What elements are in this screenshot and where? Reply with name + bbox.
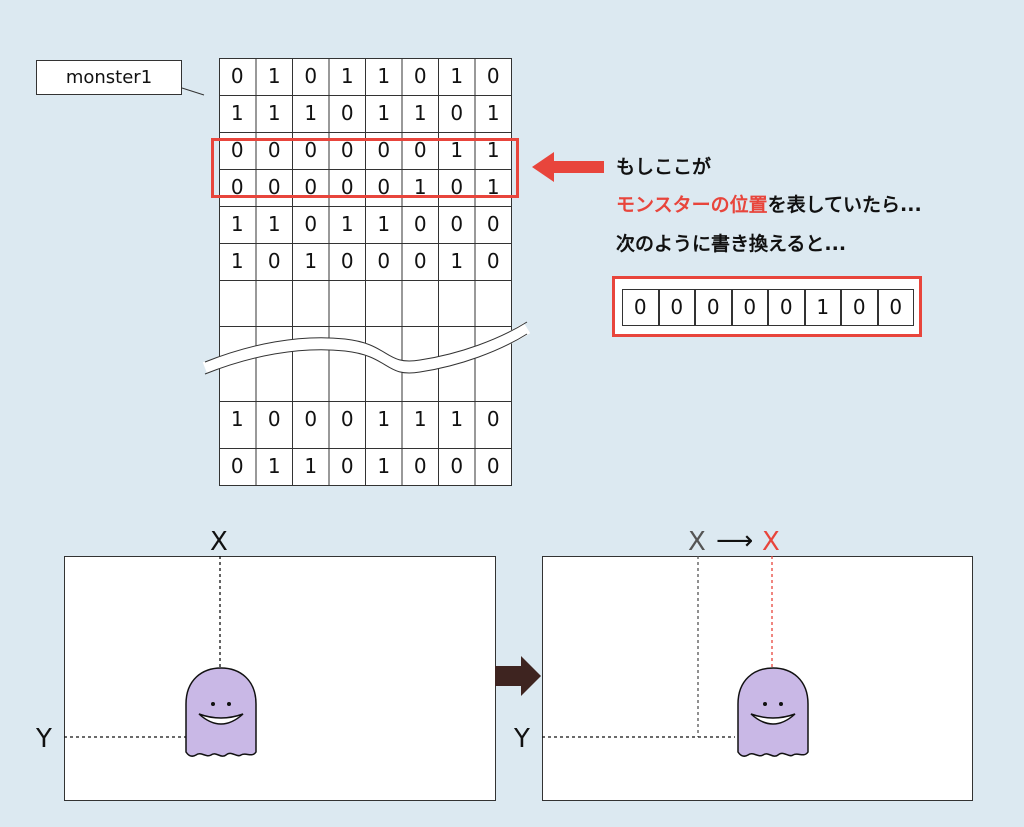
grid-cell: 1 xyxy=(304,249,318,273)
new-row-cell: 0 xyxy=(768,289,805,326)
y-label-after: Y xyxy=(514,724,530,754)
grid-cell: 1 xyxy=(230,212,244,236)
grid-cell: 1 xyxy=(486,101,500,125)
new-row-cell: 0 xyxy=(731,289,768,326)
grid-cell: 0 xyxy=(450,454,464,478)
caption-line-2: モンスターの位置を表していたら... xyxy=(616,190,922,217)
grid-cell: 1 xyxy=(377,454,391,478)
x-label-old: X xyxy=(688,527,706,557)
highlighted-row-frame xyxy=(211,138,519,198)
grid-cell: 0 xyxy=(230,138,244,162)
grid-cell: 1 xyxy=(340,64,354,88)
grid-cell: 0 xyxy=(340,454,354,478)
grid-cell: 1 xyxy=(413,407,427,431)
ghost-monster-icon xyxy=(737,667,809,757)
grid-cell: 0 xyxy=(340,138,354,162)
caption-line-2-rest: を表していたら... xyxy=(767,194,922,216)
left-arrow-icon xyxy=(532,152,604,182)
new-row-cell: 1 xyxy=(804,289,841,326)
grid-cell: 1 xyxy=(267,454,281,478)
grid-cell: 0 xyxy=(413,249,427,273)
grid-cell: 1 xyxy=(413,101,427,125)
grid-cell: 0 xyxy=(450,212,464,236)
grid-cell: 0 xyxy=(304,407,318,431)
grid-cell: 0 xyxy=(377,249,391,273)
y-label-before: Y xyxy=(36,724,52,754)
new-row-cell: 0 xyxy=(695,289,732,326)
grid-cell: 0 xyxy=(304,138,318,162)
x-label-before: X xyxy=(210,527,228,557)
grid-cell: 1 xyxy=(267,101,281,125)
grid-cell: 0 xyxy=(450,101,464,125)
grid-cell: 0 xyxy=(413,454,427,478)
grid-cell: 0 xyxy=(486,249,500,273)
grid-cell: 1 xyxy=(450,249,464,273)
grid-cell: 0 xyxy=(267,407,281,431)
grid-cell: 1 xyxy=(450,64,464,88)
new-row-cell: 0 xyxy=(877,289,914,326)
grid-cell: 1 xyxy=(377,101,391,125)
grid-cell: 1 xyxy=(230,249,244,273)
ghost-monster-icon xyxy=(185,667,257,757)
caption-line-3: 次のように書き換えると... xyxy=(616,233,847,255)
new-row-cell: 0 xyxy=(841,289,878,326)
grid-cell: 1 xyxy=(230,101,244,125)
grid-cell: 0 xyxy=(340,101,354,125)
grid-cell: 0 xyxy=(450,175,464,199)
grid-cell: 0 xyxy=(267,249,281,273)
label-leader-line xyxy=(181,87,205,96)
grid-cell: 0 xyxy=(340,407,354,431)
grid-cell: 1 xyxy=(486,175,500,199)
grid-cell: 1 xyxy=(450,138,464,162)
new-row-cell: 0 xyxy=(622,289,659,326)
grid-cell: 0 xyxy=(486,454,500,478)
grid-cell: 0 xyxy=(486,64,500,88)
grid-cell: 1 xyxy=(340,212,354,236)
grid-cell: 0 xyxy=(486,407,500,431)
grid-cell: 1 xyxy=(377,212,391,236)
grid-cell: 0 xyxy=(413,212,427,236)
grid-cell: 0 xyxy=(267,175,281,199)
caption-highlight: モンスターの位置 xyxy=(616,194,768,216)
grid-cell: 0 xyxy=(413,138,427,162)
grid-cell: 1 xyxy=(267,212,281,236)
grid-cell: 0 xyxy=(267,138,281,162)
grid-cell: 1 xyxy=(304,454,318,478)
caption-line-1: もしここが xyxy=(616,156,712,178)
x-label-new: X xyxy=(762,527,780,557)
grid-cell: 0 xyxy=(304,175,318,199)
grid-cell: 1 xyxy=(377,64,391,88)
grid-cell: 1 xyxy=(304,101,318,125)
grid-cell: 0 xyxy=(304,212,318,236)
grid-cell: 0 xyxy=(230,454,244,478)
grid-cell: 0 xyxy=(377,175,391,199)
grid-cell: 1 xyxy=(377,407,391,431)
grid-cell: 0 xyxy=(230,64,244,88)
omission-break-mark xyxy=(202,321,531,375)
grid-cell: 0 xyxy=(413,64,427,88)
right-arrow-icon xyxy=(495,656,541,696)
new-row-cell: 0 xyxy=(658,289,695,326)
grid-cell: 1 xyxy=(486,138,500,162)
grid-cell: 0 xyxy=(340,249,354,273)
grid-cell: 0 xyxy=(340,175,354,199)
grid-cell: 1 xyxy=(450,407,464,431)
x-move-arrow: ⟶ xyxy=(716,526,754,556)
grid-cell: 0 xyxy=(377,138,391,162)
grid-cell: 0 xyxy=(230,175,244,199)
grid-cell: 1 xyxy=(413,175,427,199)
monster-label: monster1 xyxy=(36,60,182,95)
grid-cell: 1 xyxy=(267,64,281,88)
grid-cell: 1 xyxy=(230,407,244,431)
grid-cell: 0 xyxy=(304,64,318,88)
grid-cell: 0 xyxy=(486,212,500,236)
